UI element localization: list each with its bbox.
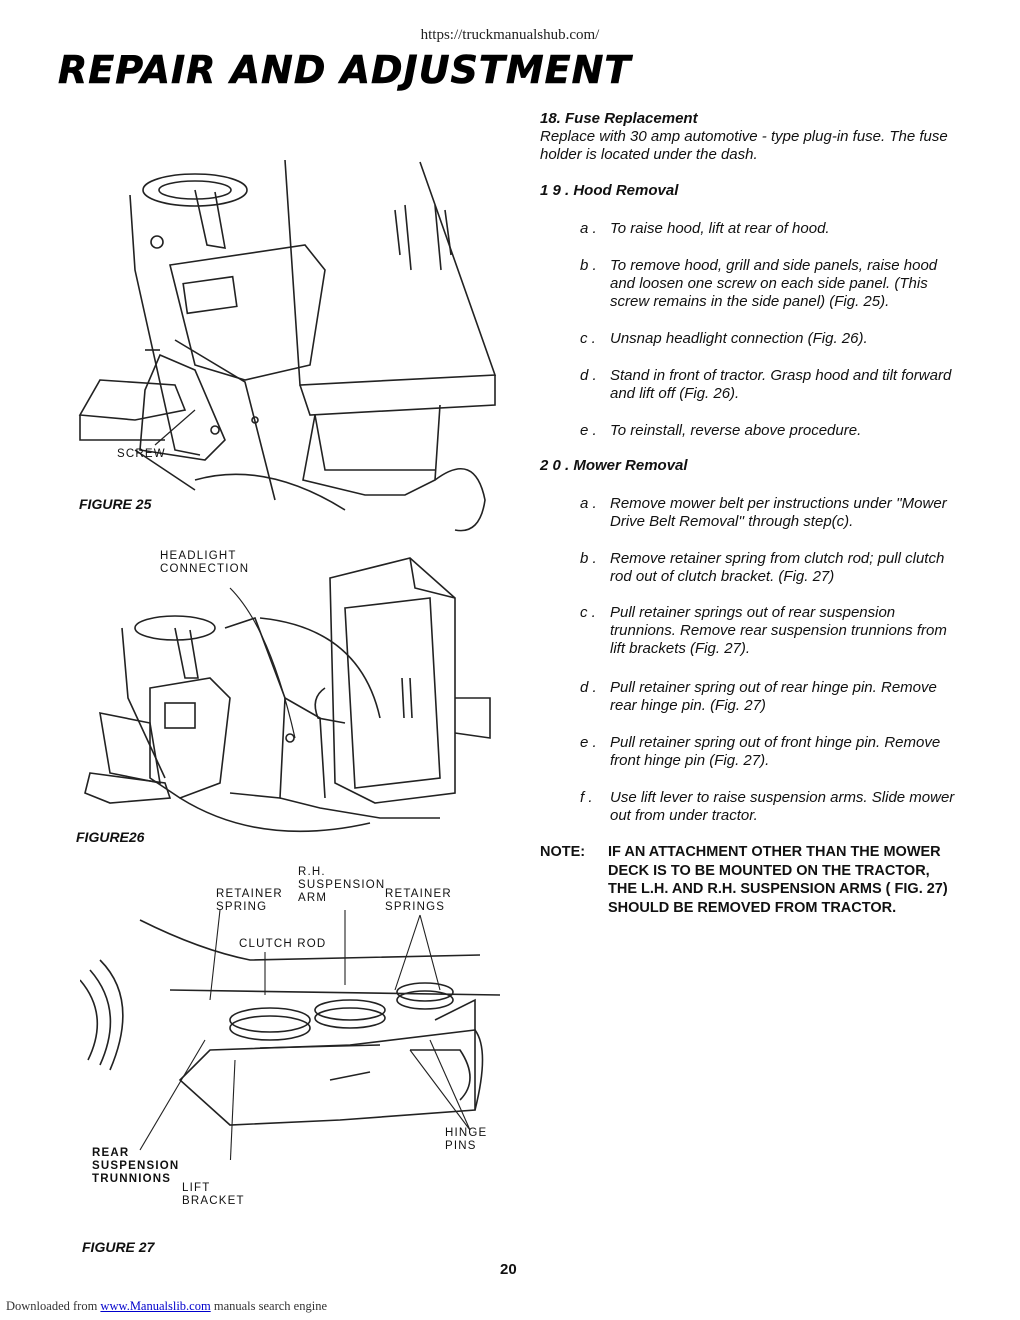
section-19-item-a: a . To raise hood, lift at rear of hood. [580, 220, 960, 238]
figure-27-label-rear-1: REAR [92, 1147, 130, 1159]
item-key: b . [580, 257, 597, 274]
item-text: Pull retainer spring out of front hinge … [610, 734, 941, 769]
section-19-item-b: b . To remove hood, grill and side panel… [580, 257, 960, 311]
item-key: b . [580, 550, 597, 567]
download-footer: Downloaded from www.Manualslib.com manua… [6, 1299, 327, 1314]
item-key: c . [580, 330, 596, 347]
figure-26-illustration [80, 548, 510, 843]
section-18-body: Replace with 30 amp automotive - type pl… [540, 128, 948, 163]
item-key: d . [580, 679, 597, 696]
section-20-item-e: e . Pull retainer spring out of front hi… [580, 734, 960, 770]
figure-26-caption: FIGURE26 [76, 829, 145, 845]
item-text: To reinstall, reverse above procedure. [610, 422, 862, 439]
figure-27-label-rear-2: SUSPENSION [92, 1160, 180, 1172]
footer-prefix: Downloaded from [6, 1299, 101, 1313]
figure-27-label-rh-1: R.H. [298, 866, 326, 878]
section-19-item-d: d . Stand in front of tractor. Grasp hoo… [580, 367, 960, 403]
figure-27-label-retainer-springs-1: RETAINER [385, 888, 452, 900]
section-20-item-c: c . Pull retainer springs out of rear su… [580, 604, 960, 658]
item-text: To raise hood, lift at rear of hood. [610, 220, 830, 237]
figure-27-illustration [80, 900, 510, 1160]
figure-27-label-lift-2: BRACKET [182, 1195, 245, 1207]
item-key: a . [580, 495, 597, 512]
note-block: NOTE: IF AN ATTACHMENT OTHER THAN THE MO… [540, 843, 960, 917]
section-20-heading: 2 0 . Mower Removal [540, 457, 688, 474]
figure-27-label-rh-2: SUSPENSION [298, 879, 386, 891]
item-text: Use lift lever to raise suspension arms.… [610, 789, 955, 824]
figure-27-label-rh-3: ARM [298, 892, 328, 904]
item-text: To remove hood, grill and side panels, r… [610, 257, 938, 310]
note-text: IF AN ATTACHMENT OTHER THAN THE MOWER DE… [608, 844, 948, 916]
item-text: Remove mower belt per instructions under… [610, 495, 947, 530]
item-text: Stand in front of tractor. Grasp hood an… [610, 367, 952, 402]
section-20-item-f: f . Use lift lever to raise suspension a… [580, 789, 960, 825]
item-text: Pull retainer spring out of rear hinge p… [610, 679, 937, 714]
figure-27-label-hinge-1: HINGE [445, 1127, 488, 1139]
source-url: https://truckmanualshub.com/ [420, 27, 600, 43]
figure-25-label-screw: SCREW [117, 448, 166, 460]
item-key: e . [580, 422, 597, 439]
item-text: Remove retainer spring from clutch rod; … [610, 550, 945, 585]
figure-27-caption: FIGURE 27 [82, 1239, 155, 1255]
manualslib-link[interactable]: www.Manualslib.com [100, 1299, 211, 1313]
item-text: Unsnap headlight connection (Fig. 26). [610, 330, 868, 347]
section-19-heading: 1 9 . Hood Removal [540, 182, 679, 199]
item-key: e . [580, 734, 597, 751]
item-key: c . [580, 604, 596, 621]
figure-27-label-retainer-springs-2: SPRINGS [385, 901, 446, 913]
figure-27-label-rear-3: TRUNNIONS [92, 1173, 172, 1185]
item-key: a . [580, 220, 597, 237]
section-18: 18. Fuse Replacement Replace with 30 amp… [540, 110, 960, 164]
figure-27-label-clutch-rod: CLUTCH ROD [239, 938, 327, 950]
section-20-item-b: b . Remove retainer spring from clutch r… [580, 550, 960, 586]
note-key: NOTE: [540, 844, 586, 860]
figure-25-illustration [75, 150, 510, 535]
section-19-item-e: e . To reinstall, reverse above procedur… [580, 422, 960, 440]
section-20-item-d: d . Pull retainer spring out of rear hin… [580, 679, 960, 715]
section-18-heading: 18. Fuse Replacement [540, 110, 698, 127]
figure-27-label-retainer-spring-2: SPRING [216, 901, 268, 913]
item-text: Pull retainer springs out of rear suspen… [610, 604, 947, 657]
figure-27-label-hinge-2: PINS [445, 1140, 477, 1152]
page-title: REPAIR AND ADJUSTMENT [58, 48, 632, 93]
figure-26-label-connection: CONNECTION [160, 563, 250, 575]
section-19-item-c: c . Unsnap headlight connection (Fig. 26… [580, 330, 960, 348]
figure-25-caption: FIGURE 25 [79, 496, 152, 512]
page-number: 20 [500, 1261, 517, 1278]
figure-26-label-headlight: HEADLIGHT [160, 550, 237, 562]
footer-suffix: manuals search engine [210, 1299, 327, 1313]
figure-27-label-retainer-spring-1: RETAINER [216, 888, 283, 900]
item-key: d . [580, 367, 597, 384]
figure-27-label-lift-1: LIFT [182, 1182, 211, 1194]
section-20-item-a: a . Remove mower belt per instructions u… [580, 495, 960, 531]
item-key: f . [580, 789, 593, 806]
